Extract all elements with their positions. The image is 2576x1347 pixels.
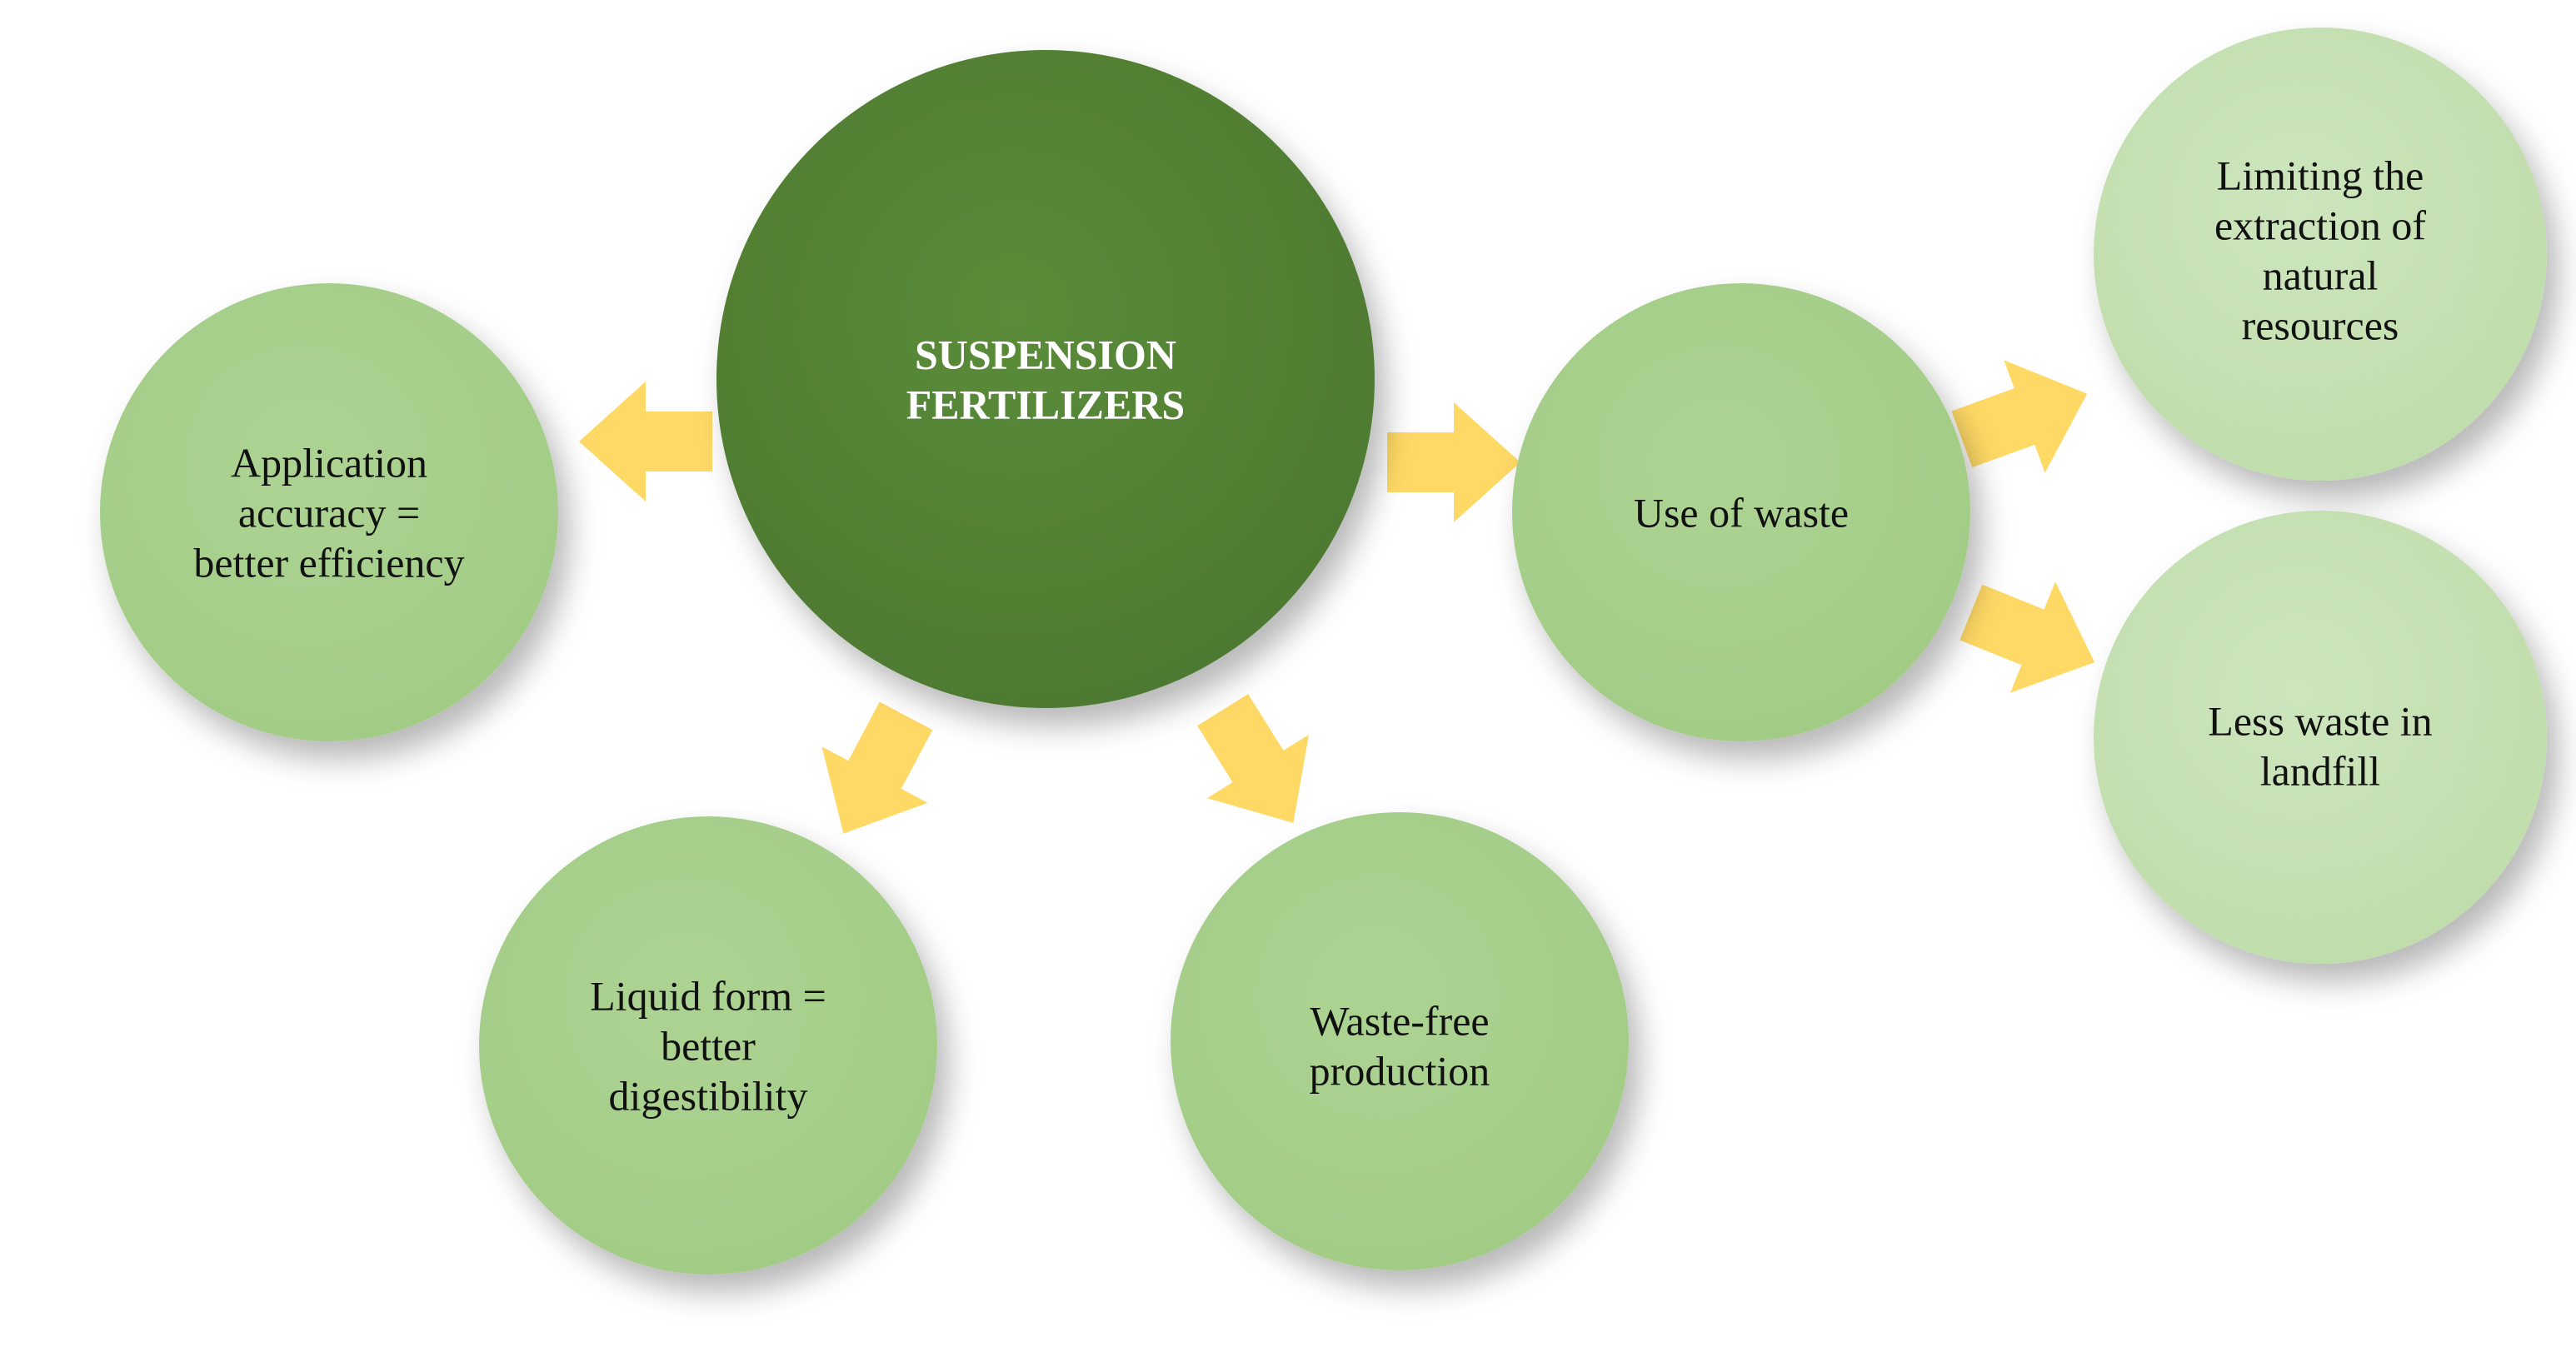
label-line: extraction of — [2214, 202, 2426, 249]
arrow-to-waste-free — [1197, 694, 1310, 823]
node-less-waste-circle — [2094, 511, 2547, 964]
label-line: resources — [2242, 302, 2399, 349]
node-limiting-circle — [2094, 27, 2547, 481]
node-use-of-waste-circle — [1512, 283, 1970, 741]
label-line: Liquid form = — [590, 973, 826, 1020]
node-waste-free-circle — [1171, 812, 1629, 1270]
node-use-of-waste-label: Use of waste — [1634, 490, 1849, 536]
arrows-layer — [579, 360, 2095, 834]
label-line: accuracy = — [238, 490, 420, 536]
label-line: Limiting the — [2217, 152, 2424, 199]
node-liquid-circle — [479, 816, 937, 1275]
label-line: better efficiency — [193, 540, 464, 586]
arrow-to-limiting — [1951, 360, 2088, 473]
label-line: landfill — [2260, 748, 2380, 795]
label-line: Less waste in — [2208, 698, 2432, 745]
circles-layer — [100, 27, 2547, 1275]
label-line: SUSPENSION — [915, 332, 1176, 378]
label-line: better — [661, 1023, 756, 1070]
label-line: FERTILIZERS — [906, 382, 1185, 428]
label-line: production — [1310, 1048, 1490, 1095]
center-circle — [716, 50, 1375, 708]
arrow-to-application — [579, 382, 712, 501]
arrow-to-liquid — [821, 701, 933, 834]
label-line: Application — [231, 440, 427, 486]
label-line: Use of waste — [1634, 490, 1849, 536]
arrow-to-use-of-waste — [1387, 402, 1520, 522]
node-application-circle — [100, 283, 558, 741]
label-line: digestibility — [609, 1073, 808, 1120]
label-line: natural — [2263, 252, 2379, 299]
label-line: Waste-free — [1310, 998, 1489, 1045]
arrow-to-less-waste — [1959, 581, 2095, 693]
